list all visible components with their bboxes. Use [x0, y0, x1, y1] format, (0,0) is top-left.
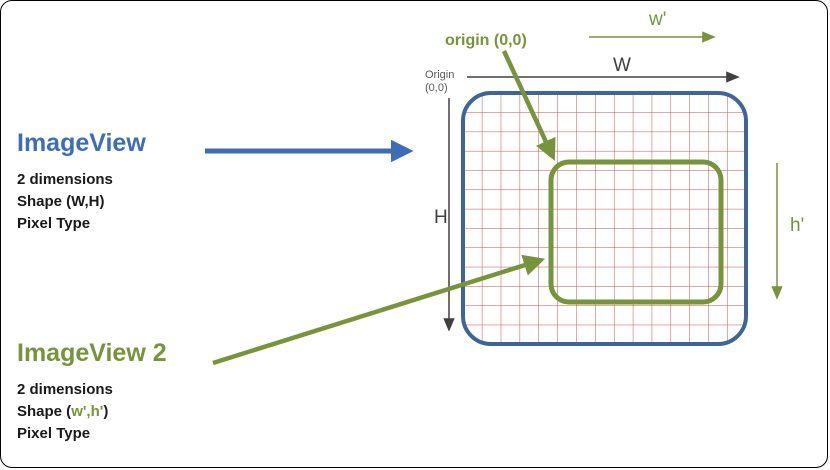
- imageview2-shape-prefix: Shape (: [17, 403, 72, 420]
- w-prime-label: w': [648, 9, 666, 30]
- imageview2-pointer-arrow: [212, 254, 546, 366]
- imageview-shape-label: Shape (W,H): [17, 193, 105, 210]
- origin-callout-label: origin (0,0): [445, 32, 527, 49]
- origin-callout-arrow: [501, 50, 556, 161]
- imageview-dimensions-label: 2 dimensions: [17, 171, 113, 188]
- imageview2-shape-dims: w',h': [71, 403, 104, 420]
- imageview2-title: ImageView 2: [17, 339, 167, 367]
- h-prime-label: h': [790, 215, 804, 236]
- imageview2-pixel-type-label: Pixel Type: [17, 425, 91, 442]
- h-label: H: [434, 207, 448, 228]
- imageview-pixel-type-label: Pixel Type: [17, 215, 91, 232]
- imageview2-shape-suffix: ): [103, 403, 109, 420]
- w-label: W: [613, 55, 631, 76]
- imageview-title: ImageView: [17, 129, 146, 157]
- outer-image-rect: [461, 91, 748, 346]
- imageview2-shape-label: Shape (w',h'): [17, 403, 108, 420]
- origin-corner-label-line1: Origin: [425, 69, 454, 81]
- origin-corner-label-line2: (0,0): [425, 82, 448, 94]
- imageview2-dimensions-label: 2 dimensions: [17, 381, 113, 398]
- inner-image-rect: [548, 159, 724, 305]
